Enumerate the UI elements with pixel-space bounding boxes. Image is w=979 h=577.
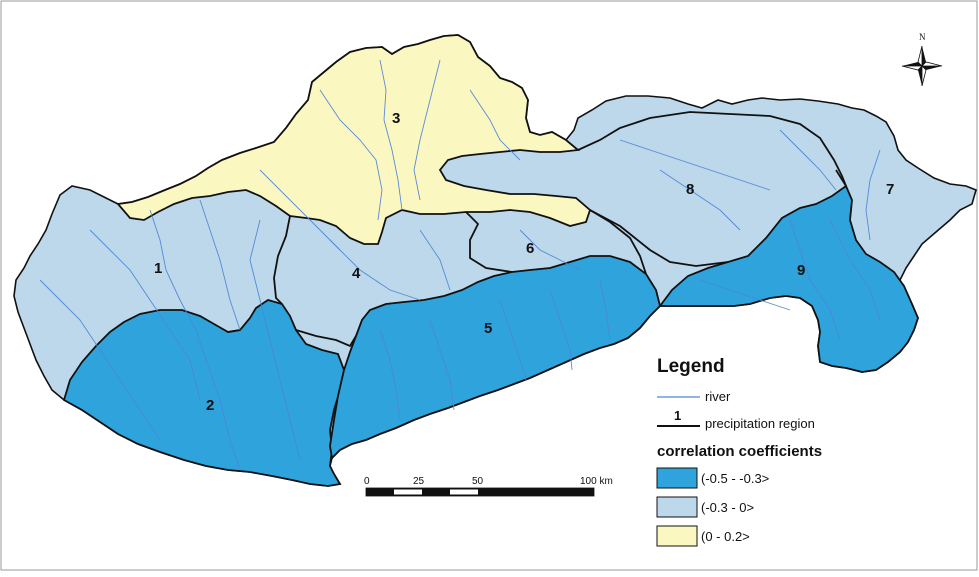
region-boundaries [227, 111, 847, 348]
legend-subtitle: correlation coefficients [657, 443, 822, 460]
region-label-2: 2 [206, 397, 214, 414]
legend-class-2: (-0.3 - 0> [701, 500, 754, 515]
region-label-6: 6 [526, 240, 534, 257]
region-label-8: 8 [686, 181, 694, 198]
scale-tick-25: 25 [413, 476, 425, 487]
region-2-area [62, 299, 345, 487]
legend-region-symbol-label: 1 [674, 408, 681, 423]
region-9-area [658, 184, 919, 373]
region-labels: 1 2 3 4 5 6 7 8 9 [154, 110, 894, 414]
legend-title: Legend [657, 356, 725, 377]
legend-swatch-strong-negative [656, 467, 698, 489]
legend-swatch-positive [656, 525, 698, 547]
region-label-9: 9 [797, 262, 805, 279]
region-label-7: 7 [886, 181, 894, 198]
region-label-5: 5 [484, 320, 492, 337]
compass-rose-icon: N [901, 32, 943, 87]
region-label-3: 3 [392, 110, 400, 127]
scale-tick-50: 50 [472, 476, 484, 487]
river-network [39, 59, 881, 471]
legend-class-3: (0 - 0.2> [701, 529, 750, 544]
legend-river-label: river [705, 389, 731, 404]
scale-tick-0: 0 [364, 476, 370, 487]
legend-class-1: (-0.5 - -0.3> [701, 471, 769, 486]
scale-bar: 0 25 50 100 km [364, 476, 613, 497]
region-5-area [329, 255, 661, 460]
north-label: N [919, 32, 926, 42]
scale-tick-100: 100 km [580, 476, 613, 487]
region-label-1: 1 [154, 260, 162, 277]
legend-swatch-weak-negative [656, 496, 698, 518]
region-3-area [116, 34, 592, 245]
legend-region-label: precipitation region [705, 416, 815, 431]
legend: Legend river 1 precipitation region corr… [656, 356, 822, 547]
region-label-4: 4 [352, 265, 361, 282]
